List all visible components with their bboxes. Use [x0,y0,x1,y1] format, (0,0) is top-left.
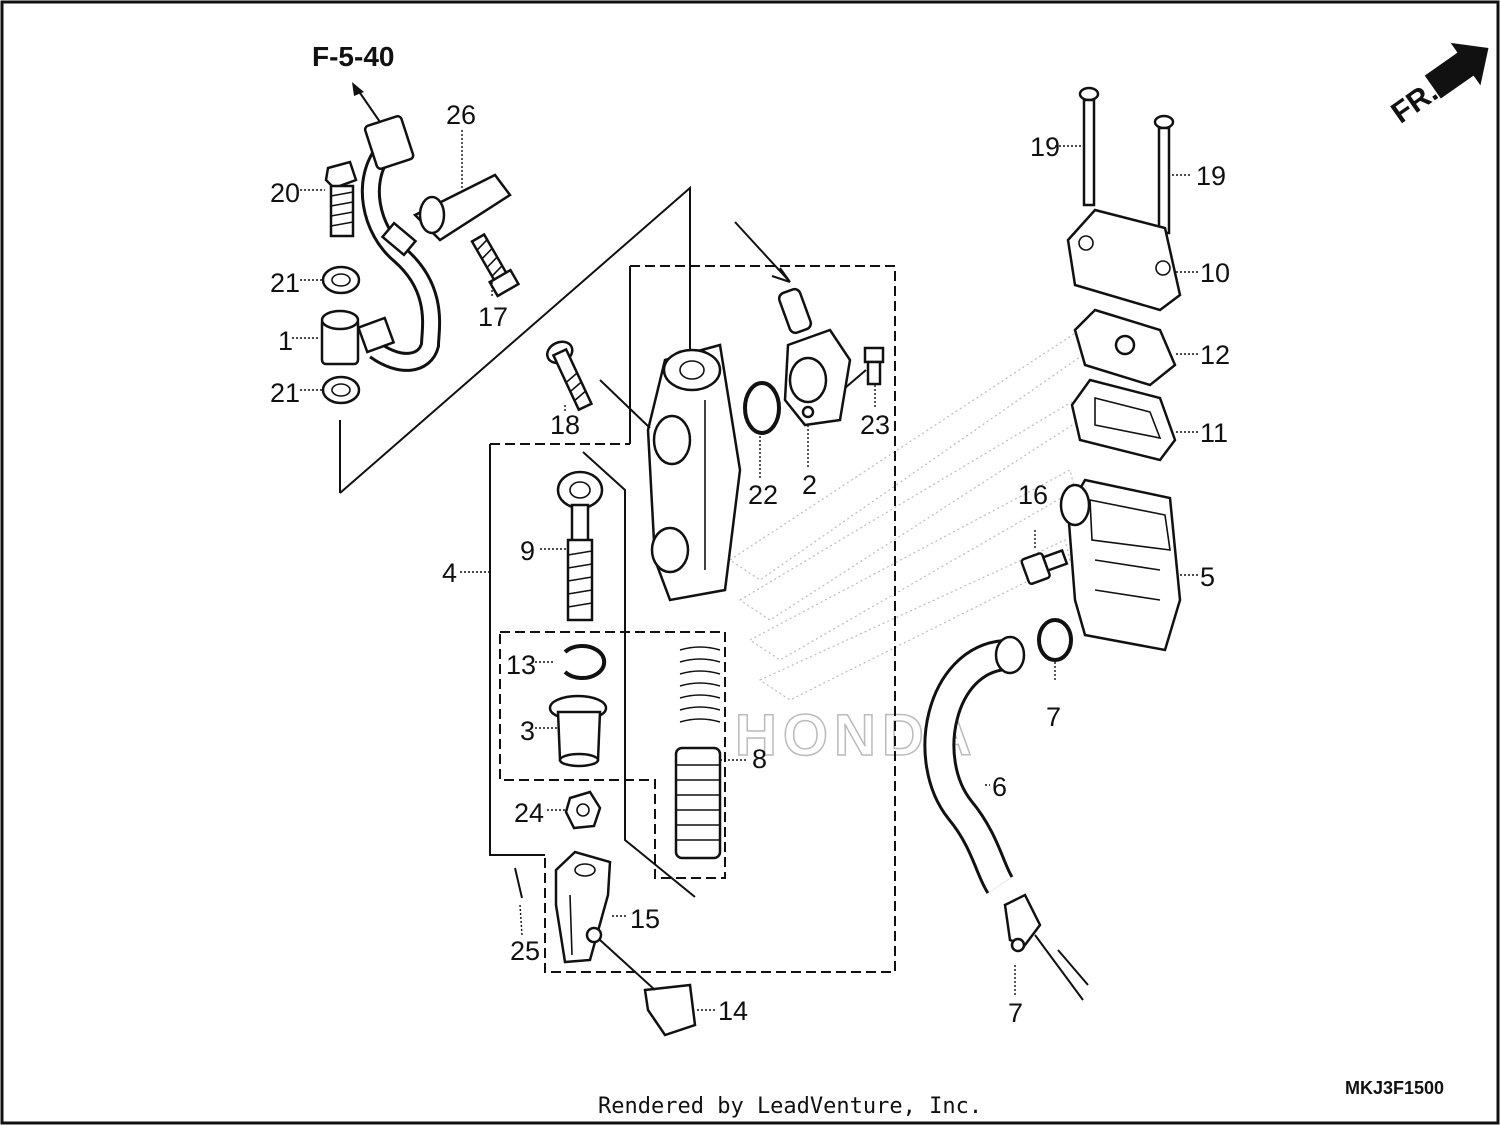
label-part-5: 5 [1200,562,1215,592]
brake-hose [356,114,442,372]
label-part-15: 15 [630,904,660,934]
label-part-26: 26 [446,100,476,130]
label-part-24: 24 [514,798,544,828]
clevis-pin-line [599,939,656,991]
label-part-14: 14 [718,996,748,1026]
screw-line [844,369,867,389]
reservoir-hose [923,635,1026,894]
label-part-10: 10 [1200,258,1230,288]
label-part-12: 12 [1200,340,1230,370]
hose-joint [320,309,360,366]
label-part-7-top: 7 [1046,702,1061,732]
label-part-13: 13 [506,650,536,680]
label-part-21-top: 21 [270,268,300,298]
o-ring [743,381,781,435]
push-rod-clevis [554,850,612,964]
clip-pointer-lines [1034,934,1089,1001]
pivot-bolt [545,340,594,412]
cotter-pin [514,867,523,899]
reservoir-cap-bolt-right [1153,114,1175,235]
label-part-18: 18 [550,410,580,440]
label-part-21-bottom: 21 [270,378,300,408]
locking-nut [564,790,602,830]
reservoir-hose-joint [777,287,852,427]
sealing-washer-top [321,265,361,295]
leader-lines [292,130,1198,1011]
piston-boot [548,694,608,768]
label-part-25: 25 [510,936,540,966]
label-part-2: 2 [802,470,817,500]
reservoir-cap-bolt-left [1078,86,1100,207]
label-part-9: 9 [520,536,535,566]
hose-clip-top [1037,618,1073,662]
fluid-reservoir [1059,478,1182,652]
piston-kit-box [489,444,545,856]
joint-arrow [734,221,791,283]
circlip [563,644,607,680]
label-part-19-right: 19 [1196,161,1226,191]
label-part-1: 1 [278,326,293,356]
reservoir-cap [1066,208,1182,312]
reference-arrowhead [352,82,364,96]
footer-credit: Rendered by LeadVenture, Inc. [598,1094,982,1119]
label-part-16: 16 [1018,480,1048,510]
label-part-23: 23 [860,410,890,440]
reference-arrow [357,89,381,123]
label-part-19-left: 19 [1030,132,1060,162]
hose-clip-bottom [1003,893,1042,953]
assembly-line-v [339,185,691,494]
front-direction-arrow: FR. [1385,42,1489,130]
rod-assembly-line [582,451,696,898]
diaphragm-plate [1073,308,1177,387]
reservoir-mount-bolt [1020,548,1069,585]
master-cylinder-body [646,343,742,602]
joint-screw [863,346,885,386]
pivot-bolt-line [599,379,651,429]
label-part-17: 17 [478,302,508,332]
label-part-20: 20 [270,178,300,208]
bracket-bolt [470,232,521,298]
label-part-6: 6 [992,772,1007,802]
label-part-8: 8 [752,744,767,774]
spring-kit-box [499,631,726,879]
reservoir-diaphragm [1070,378,1177,462]
sealing-washer-bottom [321,375,361,405]
bracket-hole [418,195,446,235]
clevis-pin [643,983,697,1037]
label-part-11: 11 [1200,418,1228,448]
oil-bolt [324,160,358,238]
label-part-3: 3 [520,716,535,746]
diagram-code: MKJ3F1500 [1345,1078,1444,1098]
label-part-4: 4 [442,558,457,588]
reference-code: F-5-40 [312,41,394,72]
push-rod [556,470,604,622]
label-part-22: 22 [748,480,778,510]
piston-spring-set [674,646,722,860]
label-part-7-bottom: 7 [1008,998,1023,1028]
assembly-dashed-box [544,265,896,973]
